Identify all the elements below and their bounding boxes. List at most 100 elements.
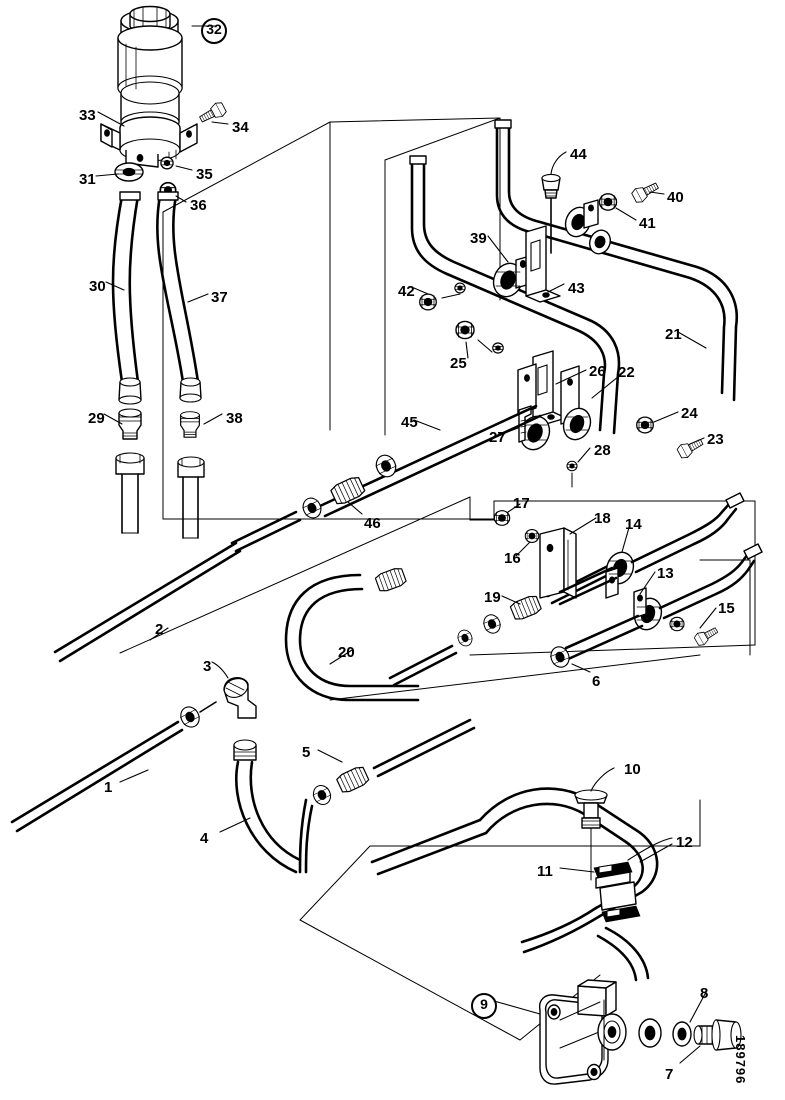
callout-22[interactable]: 22 [618, 364, 635, 381]
callout-46[interactable]: 46 [364, 515, 381, 532]
washer-41 [598, 193, 618, 211]
hose-37 [156, 191, 202, 403]
coupling-5 [298, 718, 476, 874]
hose-20 [284, 565, 420, 702]
reservoir-clamp-bracket [100, 116, 198, 168]
callout-36[interactable]: 36 [190, 197, 207, 214]
callout-43[interactable]: 43 [568, 280, 585, 297]
clamp-14 [605, 551, 635, 599]
callout-3[interactable]: 3 [203, 658, 212, 675]
callout-14[interactable]: 14 [625, 516, 642, 533]
callout-11[interactable]: 11 [537, 863, 553, 880]
clip-11b [599, 881, 641, 923]
callout-7[interactable]: 7 [665, 1066, 674, 1083]
callout-28[interactable]: 28 [594, 442, 611, 459]
line-2 [53, 541, 242, 663]
bracket-18 [539, 527, 577, 599]
callout-1[interactable]: 1 [104, 779, 113, 796]
callout-31[interactable]: 31 [79, 171, 96, 188]
plug-7 [693, 1019, 742, 1051]
drawing-number: 189796 [733, 1035, 748, 1085]
nut-28 [566, 460, 578, 472]
callout-30[interactable]: 30 [89, 278, 106, 295]
callout-26[interactable]: 26 [589, 363, 606, 380]
callout-10[interactable]: 10 [624, 761, 641, 778]
callout-21[interactable]: 21 [665, 326, 682, 343]
callout-5[interactable]: 5 [302, 744, 311, 761]
callout-15[interactable]: 15 [718, 600, 735, 617]
bolt-15 [692, 623, 721, 648]
callout-42[interactable]: 42 [398, 283, 415, 300]
callout-29[interactable]: 29 [88, 410, 105, 427]
callout-39[interactable]: 39 [470, 230, 487, 247]
callout-19[interactable]: 19 [484, 589, 501, 606]
hose-12-leader [627, 837, 673, 861]
clamp-13 [633, 587, 663, 631]
callout-45[interactable]: 45 [401, 414, 418, 431]
callout-24[interactable]: 24 [681, 405, 698, 422]
callout-17[interactable]: 17 [513, 495, 530, 512]
clip-11-leader [559, 867, 595, 873]
tube-38 [177, 456, 205, 539]
bracket-43 [525, 225, 561, 303]
washer-8a [638, 1018, 662, 1048]
callout-32[interactable]: 32 [201, 18, 227, 44]
fitting-29 [118, 408, 142, 440]
callout-33[interactable]: 33 [79, 107, 96, 124]
hose-30 [111, 191, 142, 405]
clamp-upper-right-2 [588, 229, 612, 255]
washer-25b [492, 342, 504, 354]
washer-8b [672, 1021, 692, 1047]
callout-35[interactable]: 35 [196, 166, 213, 183]
plug-10 [574, 767, 615, 881]
callout-34[interactable]: 34 [232, 119, 249, 136]
washer-42b [454, 282, 466, 294]
callout-13[interactable]: 13 [657, 565, 674, 582]
bolt-40 [630, 178, 661, 205]
callout-4[interactable]: 4 [200, 830, 209, 847]
pipe-14 [558, 492, 745, 606]
clamp-left-bracket [517, 363, 537, 415]
elbow-3 [211, 661, 257, 719]
clamp-left-ring [519, 415, 551, 451]
washer-24 [636, 416, 654, 434]
clamp-22-ring [562, 407, 592, 441]
callout-23[interactable]: 23 [707, 431, 724, 448]
washer-17 [493, 510, 511, 526]
callout-2[interactable]: 2 [155, 621, 164, 638]
clamp-upper-right [564, 199, 599, 238]
reference-outline-lower [119, 496, 756, 701]
callout-40[interactable]: 40 [667, 189, 684, 206]
pipe-21 [494, 119, 739, 402]
nut-35 [160, 156, 174, 170]
callout-20[interactable]: 20 [338, 644, 355, 661]
tube-29 [115, 452, 145, 534]
pump-bracket-9 [538, 979, 627, 1085]
callout-37[interactable]: 37 [211, 289, 228, 306]
washer-25 [455, 320, 475, 340]
washer-31 [114, 162, 144, 182]
callout-6[interactable]: 6 [592, 673, 601, 690]
callout-16[interactable]: 16 [504, 550, 521, 567]
washer-42 [419, 293, 437, 311]
hose-4 [233, 739, 302, 874]
callout-38[interactable]: 38 [226, 410, 243, 427]
pipe-22 [409, 155, 621, 435]
line-1 [10, 701, 217, 833]
callout-8[interactable]: 8 [700, 985, 709, 1002]
callout-18[interactable]: 18 [594, 510, 611, 527]
coupling-46 [230, 474, 367, 553]
hose-12b [596, 926, 650, 982]
washer-16 [524, 529, 540, 543]
callout-12[interactable]: 12 [676, 834, 693, 851]
fitting-38 [180, 411, 200, 438]
leader-lines [95, 25, 717, 1064]
callout-9[interactable]: 9 [471, 993, 497, 1019]
callout-25[interactable]: 25 [450, 355, 467, 372]
callout-27[interactable]: 27 [489, 429, 506, 446]
callout-44[interactable]: 44 [570, 146, 587, 163]
reservoir-tank [117, 25, 183, 133]
callout-41[interactable]: 41 [639, 215, 656, 232]
